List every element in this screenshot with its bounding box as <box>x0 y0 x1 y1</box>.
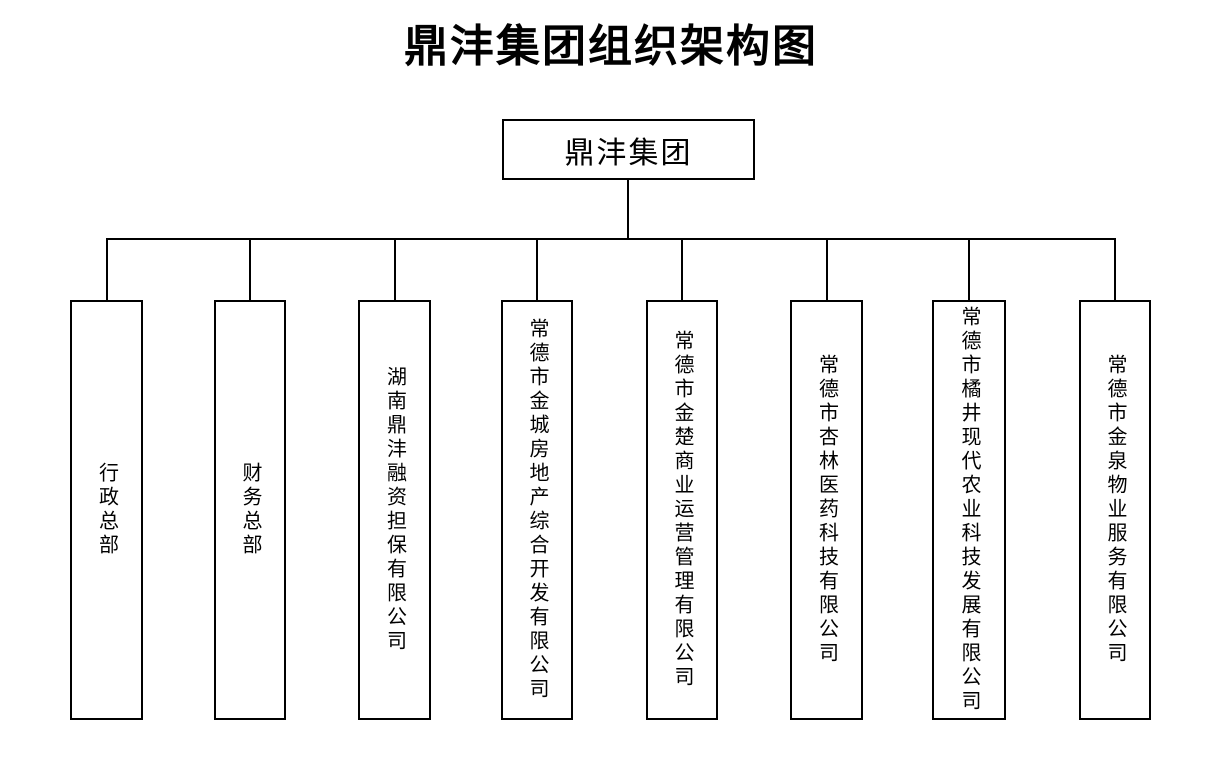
org-child-label: 常德市橘井现代农业科技发展有限公司 <box>958 306 980 714</box>
chart-title: 鼎沣集团组织架构图 <box>404 22 818 71</box>
connector-drop-1 <box>106 240 108 300</box>
org-child-box-jinquan-property: 常德市金泉物业服务有限公司 <box>1079 300 1151 720</box>
org-child-box-finance-hq: 财务总部 <box>214 300 286 720</box>
org-child-box-jincheng-realestate: 常德市金城房地产综合开发有限公司 <box>501 300 573 720</box>
org-child-label: 财务总部 <box>239 462 261 558</box>
connector-drop-4 <box>536 240 538 300</box>
org-child-box-jinchu-commercial: 常德市金楚商业运营管理有限公司 <box>646 300 718 720</box>
connector-drop-8 <box>1114 240 1116 300</box>
org-child-box-xinglin-pharma: 常德市杏林医药科技有限公司 <box>790 300 863 720</box>
connector-root-stem <box>627 180 629 240</box>
org-child-label: 行政总部 <box>95 462 118 558</box>
connector-drop-7 <box>968 240 970 300</box>
org-root-label: 鼎沣集团 <box>564 136 693 170</box>
org-child-label: 常德市金楚商业运营管理有限公司 <box>671 330 693 690</box>
org-child-label: 常德市金泉物业服务有限公司 <box>1104 354 1126 666</box>
connector-horizontal-bar <box>106 238 1116 240</box>
org-child-box-financing-guarantee: 湖南鼎沣融资担保有限公司 <box>358 300 431 720</box>
org-child-label: 常德市金城房地产综合开发有限公司 <box>526 318 548 702</box>
connector-drop-3 <box>394 240 396 300</box>
connector-drop-5 <box>681 240 683 300</box>
org-child-label: 常德市杏林医药科技有限公司 <box>815 354 838 666</box>
org-child-label: 湖南鼎沣融资担保有限公司 <box>383 366 406 654</box>
org-root-box: 鼎沣集团 <box>502 119 755 180</box>
org-child-box-jujing-agriculture: 常德市橘井现代农业科技发展有限公司 <box>932 300 1006 720</box>
connector-drop-2 <box>249 240 251 300</box>
connector-drop-6 <box>826 240 828 300</box>
org-child-box-admin-hq: 行政总部 <box>70 300 143 720</box>
